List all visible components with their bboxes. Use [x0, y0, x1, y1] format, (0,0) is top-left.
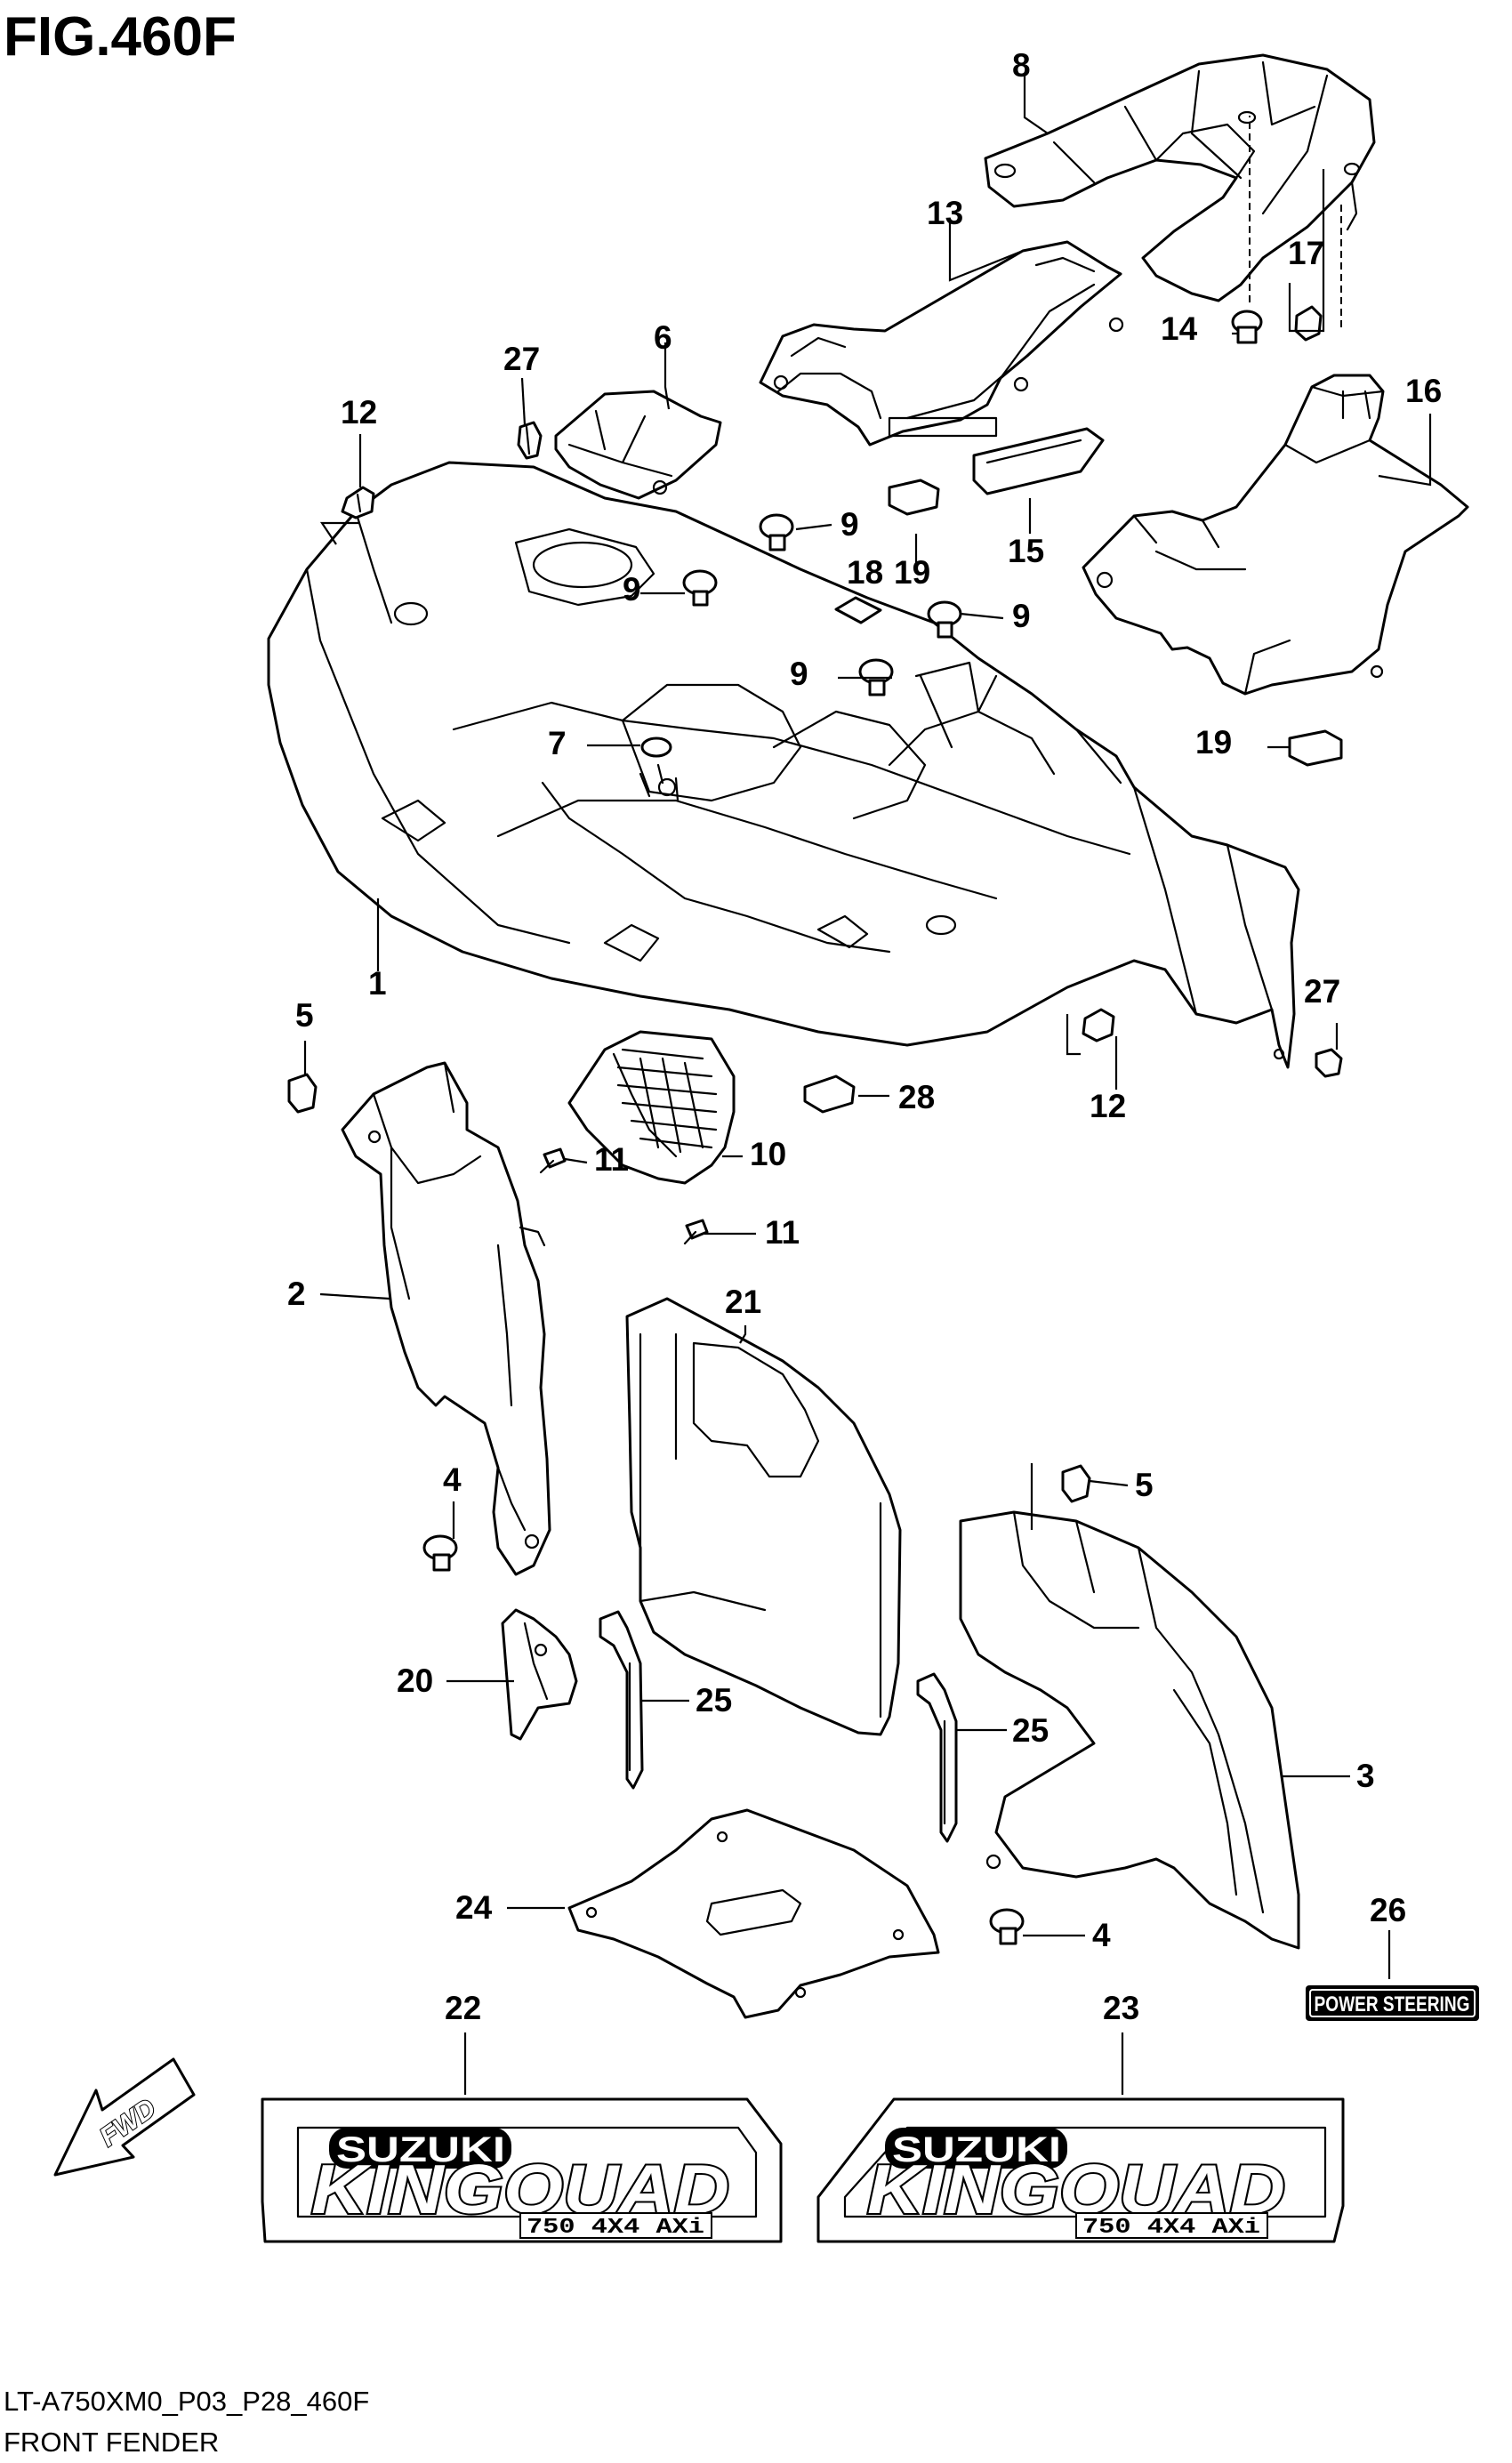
callout-11-b: 11 — [765, 1214, 800, 1251]
part-3-inner-guard-right — [959, 1510, 1300, 1950]
callout-1: 1 — [368, 965, 387, 1002]
part-25-tie-right — [916, 1672, 958, 1843]
callout-12-lower: 12 — [1090, 1088, 1126, 1124]
callout-labels: 8 13 17 14 16 6 27 12 9 19 15 9 18 9 9 7… — [287, 47, 1442, 2026]
part-2-inner-guard-left — [341, 1061, 551, 1576]
callout-9-a: 9 — [623, 571, 641, 608]
callout-12-upper: 12 — [341, 394, 377, 431]
decal-right-sub: 750 4X4 AXi — [1082, 2216, 1260, 2240]
callout-26: 26 — [1370, 1892, 1406, 1928]
callout-10: 10 — [750, 1136, 786, 1172]
callout-20: 20 — [397, 1662, 433, 1699]
callout-23: 23 — [1103, 1990, 1139, 2026]
part-1-front-fender — [267, 461, 1300, 1069]
callout-13: 13 — [927, 195, 963, 231]
callout-15: 15 — [1008, 533, 1044, 569]
part-6-lid — [554, 390, 722, 500]
fastener-17 — [1294, 305, 1323, 342]
part-10-grille — [567, 1030, 736, 1185]
callout-22: 22 — [445, 1990, 481, 2026]
callout-19-upper: 19 — [894, 554, 930, 591]
figure-title: FIG.460F — [4, 6, 237, 68]
callout-24: 24 — [455, 1889, 493, 1926]
callout-27-upper: 27 — [503, 341, 540, 377]
fastener-27-upper — [517, 421, 543, 460]
callout-11-a: 11 — [594, 1141, 629, 1178]
callout-9-c: 9 — [1012, 598, 1031, 634]
callout-28: 28 — [898, 1079, 935, 1115]
part-22-decal-left: SUZUKI KINGQUAD 750 4X4 AXi — [261, 2097, 783, 2243]
badge-text: POWER STEERING — [1315, 1992, 1470, 2016]
figure-name: FRONT FENDER — [4, 2427, 219, 2458]
callout-9-b: 9 — [840, 506, 859, 543]
figure-code: LT-A750XM0_P03_P28_460F — [4, 2386, 369, 2417]
fastener-4-lower — [989, 1908, 1025, 1945]
callout-7: 7 — [548, 725, 567, 761]
part-18-square — [834, 596, 882, 624]
part-13-bracket — [759, 240, 1124, 447]
part-16-shield — [1082, 374, 1469, 696]
fastener-5-lower — [1061, 1464, 1091, 1503]
callout-4-lower: 4 — [1092, 1917, 1111, 1953]
fastener-12-upper — [341, 486, 375, 519]
fastener-9-a — [682, 569, 718, 607]
part-26-badge: POWER STEERING — [1306, 1985, 1479, 2021]
part-21-panel — [625, 1297, 902, 1736]
callout-2: 2 — [287, 1276, 306, 1312]
callout-18: 18 — [847, 554, 883, 591]
fastener-5-upper — [287, 1073, 318, 1114]
part-23-decal-right: SUZUKI KINGQUAD 750 4X4 AXi — [816, 2097, 1345, 2243]
callout-21: 21 — [725, 1284, 761, 1320]
callout-3: 3 — [1356, 1758, 1375, 1794]
part-20-bracket — [501, 1608, 578, 1741]
fastener-27-lower — [1315, 1048, 1343, 1078]
leader-lines — [303, 73, 1432, 2095]
fastener-11-a — [539, 1147, 567, 1174]
callout-16: 16 — [1405, 373, 1442, 409]
fastener-11-b — [683, 1219, 709, 1245]
callout-25-left: 25 — [696, 1682, 732, 1718]
part-15-pad — [972, 427, 1105, 495]
fastener-12-lower — [1082, 1008, 1115, 1042]
callout-25-right: 25 — [1012, 1712, 1049, 1749]
callout-17: 17 — [1288, 235, 1324, 271]
decal-left-sub: 750 4X4 AXi — [527, 2216, 704, 2240]
part-24-plate — [567, 1808, 940, 2019]
fastener-9-c — [927, 600, 962, 639]
decal-left-brand: SUZUKI — [336, 2130, 505, 2169]
fastener-7 — [640, 736, 672, 758]
callout-27-lower: 27 — [1304, 973, 1340, 1010]
callout-19-lower: 19 — [1195, 724, 1232, 761]
callout-4-upper: 4 — [443, 1461, 462, 1498]
callout-9-d: 9 — [790, 656, 808, 692]
fastener-9-b — [759, 513, 794, 551]
fwd-arrow: FWD — [53, 2057, 196, 2177]
fastener-14 — [1231, 310, 1263, 344]
callout-14: 14 — [1161, 310, 1198, 347]
part-25-tie-left — [599, 1610, 644, 1790]
part-19-pad-lower — [1288, 729, 1343, 767]
callout-8: 8 — [1012, 47, 1031, 84]
fastener-4-upper — [422, 1534, 458, 1572]
part-8-cover — [984, 53, 1376, 302]
part-28-pad — [803, 1075, 856, 1114]
callout-5-upper: 5 — [295, 997, 314, 1034]
callout-5-lower: 5 — [1135, 1467, 1154, 1503]
part-19-pad-upper — [888, 479, 940, 516]
decal-right-brand: SUZUKI — [892, 2130, 1061, 2169]
callout-6: 6 — [654, 319, 672, 356]
